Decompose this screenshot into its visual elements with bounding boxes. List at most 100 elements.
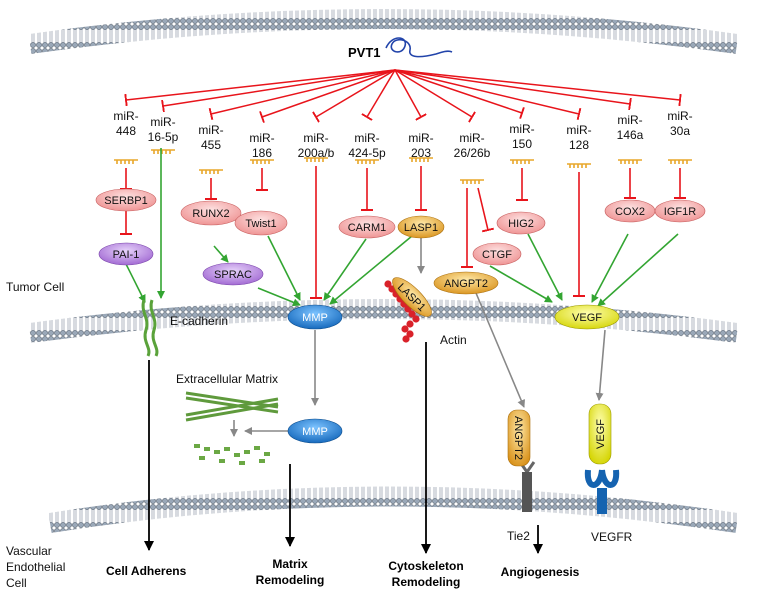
tie2-label: Tie2 [507,529,530,543]
mirna-prefix: miR- [566,123,591,137]
mirna-item: miR-200a/b [298,131,335,162]
pvt1-inhibition-line [208,69,396,121]
mirna-id: 30a [670,124,690,138]
pvt1-inhibition-line [312,69,396,123]
mirna-id: 455 [201,138,221,152]
pvt1-inhibition-line [259,69,396,123]
degraded-matrix-icon [194,444,270,465]
angpt2-node: ANGPT2 [433,271,499,295]
mirna-item: miR-150 [509,122,535,164]
mirna-item: miR-424-5p [348,131,386,164]
svg-text:ANGPT2: ANGPT2 [512,416,524,460]
e-cadherin-label: E-cadherin [170,314,228,328]
svg-text:VEGF: VEGF [595,419,607,449]
vegfr-receptor-icon [584,469,620,514]
mirna-id: 150 [512,137,532,151]
mirna-hairpin-icon [567,163,591,168]
mirna-item: miR-26/26b [454,131,491,184]
mirna-hairpin-icon [409,157,433,162]
endothelial-membrane [48,486,739,533]
mirna-item: miR-146a [617,113,644,164]
pvt1-inhibition-line [394,69,582,121]
extracellular-matrix-label: Extracellular Matrix [176,372,278,386]
mirna-prefix: miR- [509,122,534,136]
mirna-id: 16-5p [148,130,179,144]
mirna-hairpin-icon [355,159,379,164]
mirna-prefix: miR- [113,109,138,123]
cox2-node: COX2 [604,199,656,223]
angpt2-ligand-node: ANGPT2 [507,409,531,467]
mirna-item: miR-128 [566,123,592,168]
vascular-label-line2: Endothelial [6,560,65,574]
mirna-hairpin-icon [250,159,274,164]
pvt1-inhibition-line [394,69,476,123]
svg-text:SERBP1: SERBP1 [104,195,147,207]
svg-text:SPRAC: SPRAC [214,269,252,281]
inhibition-lines [120,166,686,299]
mirna-prefix: miR- [408,131,433,145]
svg-text:COX2: COX2 [615,206,645,218]
tumor-membrane [28,299,739,343]
mirna-id: 128 [569,138,589,152]
mirna-prefix: miR- [667,109,692,123]
pvt1-inhibition-fan [124,69,682,123]
pvt1-inhibition-line [394,69,525,120]
pvt1-label: PVT1 [348,45,381,60]
mirna-hairpin-icon [304,157,328,162]
mirna-prefix: miR- [459,131,484,145]
mirna-prefix: miR- [249,131,274,145]
mmp-node: MMP [287,304,343,330]
mirna-id: 200a/b [298,146,335,160]
mirna-prefix: miR- [354,131,379,145]
vascular-label-line1: Vascular [6,544,52,558]
collagen-fibers-icon [185,391,279,422]
outcome-cytoskeleton-line1: Cytoskeleton [388,559,463,573]
svg-text:RUNX2: RUNX2 [192,208,229,220]
svg-text:MMP: MMP [302,312,328,324]
mmp-ecm-node: MMP [287,418,343,444]
vascular-label-line3: Cell [6,576,27,590]
pvt1-inhibition-line [361,69,396,121]
pvt1-inhibition-line [124,69,396,107]
mirna-hairpin-icon [460,179,484,184]
pai1-node: PAI-1 [98,242,154,266]
mirna-item: miR-448 [113,109,139,164]
svg-text:MMP: MMP [302,426,328,438]
svg-text:PAI-1: PAI-1 [113,249,140,261]
activation-arrows [125,148,679,307]
outcome-angiogenesis: Angiogenesis [501,565,580,579]
vegf-ligand-node: VEGF [588,403,612,465]
mirna-prefix: miR- [303,131,328,145]
pvt1-rna-icon [385,37,453,58]
mirna-hairpin-icon [668,159,692,164]
mirna-item: miR-203 [408,131,434,162]
mirna-id: 203 [411,146,431,160]
igf1r-node: IGF1R [654,199,706,223]
svg-text:CARM1: CARM1 [348,222,387,234]
pvt1-inhibition-line [394,69,427,121]
svg-text:VEGF: VEGF [572,312,602,324]
mirna-id: 146a [617,128,644,142]
vegf-node: VEGF [554,304,620,330]
outcome-cytoskeleton-line2: Remodeling [392,575,461,589]
mirna-item: miR-186 [249,131,275,164]
hig2-node: HIG2 [496,211,546,235]
actin-label: Actin [440,333,467,347]
mirna-hairpin-icon [618,159,642,164]
flow-arrows [230,238,606,437]
outcome-arrows [144,342,543,554]
lasp1-node: LASP1 [397,215,445,239]
tie2-receptor-icon [518,461,536,512]
vegfr-label: VEGFR [591,530,633,544]
tumor-cell-label: Tumor Cell [6,280,64,294]
svg-text:ANGPT2: ANGPT2 [444,278,488,290]
top-membrane [28,9,739,54]
sprac-node: SPRAC [202,262,264,286]
outcome-matrix-line1: Matrix [272,557,308,571]
pvt1-inhibition-line [394,69,682,107]
mirna-item: miR-30a [667,109,693,164]
runx2-node: RUNX2 [180,200,242,226]
mirna-prefix: miR- [198,123,223,137]
